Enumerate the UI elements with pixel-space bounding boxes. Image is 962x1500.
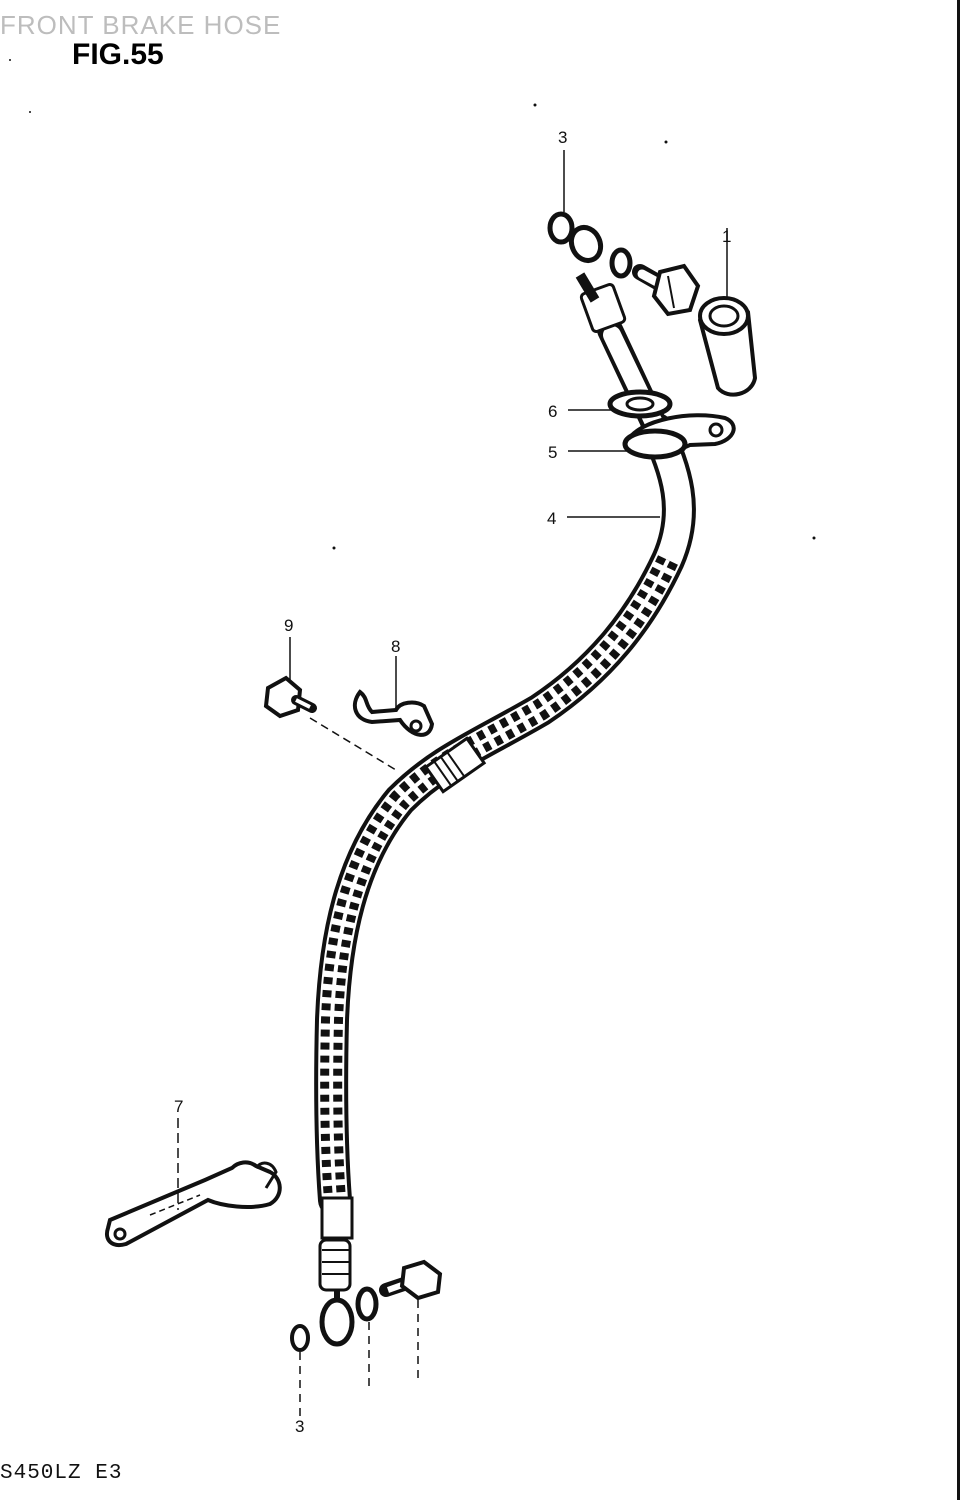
hose-bracket-5	[622, 413, 736, 460]
callout-3-bottom: 3	[295, 1417, 304, 1436]
clamp-8	[352, 689, 435, 737]
union-bolt-bottom	[379, 1259, 443, 1301]
diagram-header-faded: FRONT BRAKE HOSE	[0, 10, 282, 40]
bolt-9	[263, 675, 317, 719]
callout-7: 7	[174, 1097, 183, 1116]
bracket-7	[105, 1160, 282, 1247]
washer-3-bottom	[290, 1286, 379, 1352]
page-border	[957, 0, 960, 1500]
callout-4: 4	[547, 509, 556, 528]
callout-6: 6	[548, 402, 557, 421]
callout-numbers: 3 1 6 5 4 9 8 7 3	[174, 128, 731, 1436]
callout-3-top: 3	[558, 128, 567, 147]
grommet-6	[607, 389, 673, 419]
callout-5: 5	[548, 443, 557, 462]
cap-1	[697, 296, 758, 397]
callout-1: 1	[722, 227, 731, 246]
model-code: S450LZ E3	[0, 1462, 123, 1485]
union-bolt-top	[632, 263, 701, 317]
washer-3-top	[547, 211, 633, 279]
scan-specks	[9, 59, 816, 550]
figure-label: FIG.55	[72, 38, 164, 71]
leader-lines	[149, 150, 728, 1418]
callout-8: 8	[391, 637, 400, 656]
brake-hose	[314, 224, 696, 1347]
callout-9: 9	[284, 616, 293, 635]
